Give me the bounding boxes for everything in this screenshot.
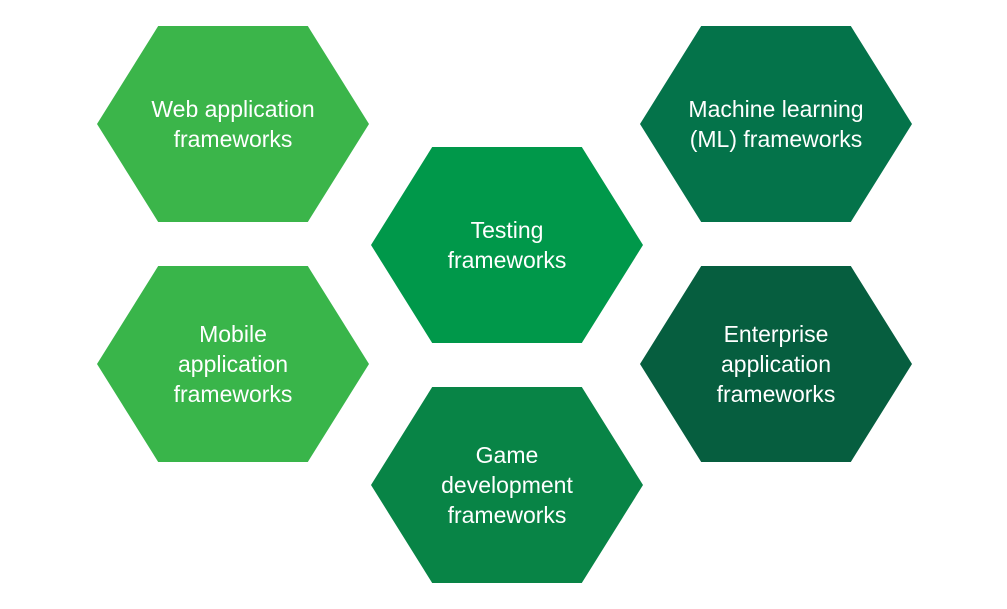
hex-machine-learning-frameworks: Machine learning (ML) frameworks bbox=[640, 26, 912, 222]
hex-label: Game development frameworks bbox=[441, 442, 573, 528]
hex-label: Mobile application frameworks bbox=[173, 321, 293, 407]
hex-enterprise-application-frameworks: Enterprise application frameworks bbox=[640, 266, 912, 462]
hex-web-application-frameworks: Web application frameworks bbox=[97, 26, 369, 222]
hex-label: Enterprise application frameworks bbox=[716, 321, 836, 407]
hex-label: Machine learning (ML) frameworks bbox=[688, 96, 864, 152]
hex-game-development-frameworks: Game development frameworks bbox=[371, 387, 643, 583]
hex-label: Testing frameworks bbox=[447, 217, 567, 273]
hex-label: Web application frameworks bbox=[151, 96, 315, 152]
hex-mobile-application-frameworks: Mobile application frameworks bbox=[97, 266, 369, 462]
hex-testing-frameworks: Testing frameworks bbox=[371, 147, 643, 343]
